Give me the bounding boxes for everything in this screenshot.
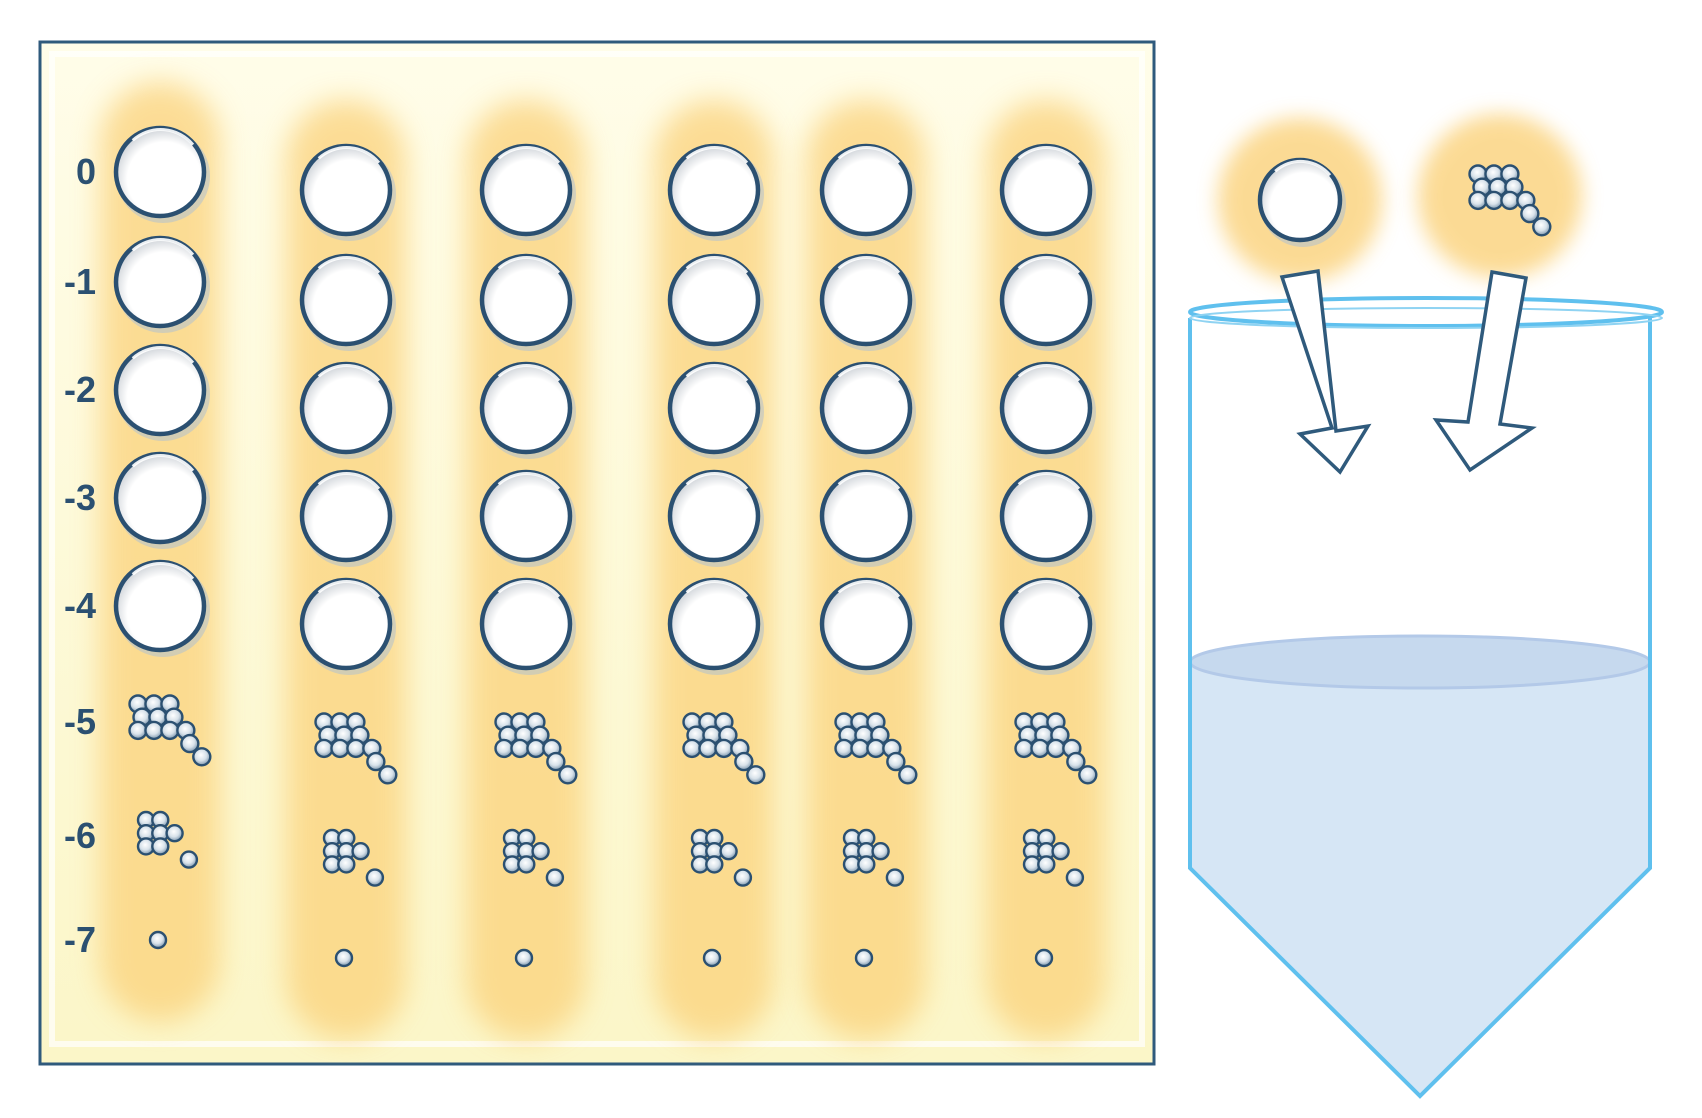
lane-glow bbox=[986, 100, 1106, 1040]
plate-bevel bbox=[49, 51, 1145, 1047]
circle-well-icon bbox=[999, 143, 1096, 241]
transfer-sources bbox=[1218, 114, 1582, 282]
down-arrow-icon bbox=[1432, 269, 1537, 473]
cell-cluster-icon bbox=[690, 828, 753, 887]
cell-cluster-icon bbox=[136, 810, 199, 869]
circle-well-icon bbox=[479, 253, 576, 351]
cell-cluster-icon bbox=[334, 948, 354, 968]
cell-cluster-icon bbox=[494, 712, 578, 785]
circle-well-icon bbox=[479, 469, 576, 567]
tube-rim bbox=[1188, 296, 1664, 328]
circle-well-icon bbox=[299, 469, 396, 567]
lane-glow bbox=[654, 100, 774, 1040]
transfer-arrows bbox=[1279, 268, 1537, 475]
cell-cluster-icon bbox=[314, 712, 398, 785]
circle-well-icon bbox=[299, 143, 396, 241]
row-label: -2 bbox=[64, 369, 96, 410]
circle-well-icon bbox=[113, 559, 210, 657]
circle-well-icon bbox=[479, 143, 576, 241]
lane-glow bbox=[466, 100, 586, 1040]
circle-well-icon bbox=[819, 143, 916, 241]
row-label: 0 bbox=[76, 151, 96, 192]
row-label: -3 bbox=[64, 477, 96, 518]
row-labels: 0 -1 -2 -3 -4 -5 -6 -7 bbox=[64, 151, 96, 960]
row-label: -4 bbox=[64, 585, 96, 626]
circle-well-icon bbox=[667, 253, 764, 351]
circle-well-icon bbox=[299, 361, 396, 459]
circle-well-icon bbox=[113, 343, 210, 441]
cell-cluster-icon bbox=[502, 828, 565, 887]
colony-source bbox=[1218, 118, 1382, 282]
cell-cluster-icon bbox=[1022, 828, 1085, 887]
tube-rim-inner bbox=[1189, 307, 1663, 329]
conical-tube-icon bbox=[1188, 296, 1664, 1099]
circle-well-icon bbox=[819, 361, 916, 459]
cell-cluster-icon bbox=[834, 712, 918, 785]
lane-glow bbox=[100, 82, 220, 1022]
plate-frame bbox=[38, 40, 1156, 1066]
circle-well-icon bbox=[819, 577, 916, 675]
circle-well-icon bbox=[299, 577, 396, 675]
circle-well-icon bbox=[299, 253, 396, 351]
circle-well-icon bbox=[113, 125, 210, 223]
culture-plate: 0 -1 -2 -3 -4 -5 -6 -7 bbox=[38, 40, 1156, 1066]
circle-well-icon bbox=[999, 577, 1096, 675]
circle-well-icon bbox=[999, 469, 1096, 567]
cell-cluster-icon bbox=[128, 694, 212, 767]
circle-well-icon bbox=[113, 451, 210, 549]
lane-glow bbox=[286, 100, 406, 1040]
row-label: -5 bbox=[64, 701, 96, 742]
cell-cluster-icon bbox=[322, 828, 385, 887]
row-label: -7 bbox=[64, 919, 96, 960]
tube-wall bbox=[1188, 318, 1652, 1099]
row-label: -6 bbox=[64, 815, 96, 856]
cell-cluster-icon bbox=[1034, 948, 1054, 968]
cell-cluster-icon bbox=[1014, 712, 1098, 785]
circle-well-icon bbox=[819, 469, 916, 567]
circle-well-icon bbox=[999, 361, 1096, 459]
lane-glow bbox=[806, 100, 926, 1040]
cell-cluster-icon bbox=[514, 948, 534, 968]
circle-well-icon bbox=[113, 235, 210, 333]
circle-well-icon bbox=[819, 253, 916, 351]
cell-cluster-icon bbox=[854, 948, 874, 968]
well-grid bbox=[113, 125, 1098, 968]
down-arrow-icon bbox=[1279, 268, 1372, 475]
circle-well-icon bbox=[479, 361, 576, 459]
cell-cluster-icon bbox=[148, 930, 168, 950]
cell-cluster-icon bbox=[682, 712, 766, 785]
circle-well-icon bbox=[479, 577, 576, 675]
circle-well-icon bbox=[667, 469, 764, 567]
circle-well-icon bbox=[999, 253, 1096, 351]
tube-liquid bbox=[1190, 660, 1650, 1096]
cell-cluster-icon bbox=[842, 828, 905, 887]
circle-well-icon bbox=[667, 143, 764, 241]
circle-well-icon bbox=[667, 361, 764, 459]
cell-cluster-icon bbox=[702, 948, 722, 968]
circle-well-icon bbox=[667, 577, 764, 675]
cluster-source bbox=[1418, 114, 1582, 278]
liquid-surface bbox=[1188, 634, 1652, 690]
row-label: -1 bbox=[64, 261, 96, 302]
